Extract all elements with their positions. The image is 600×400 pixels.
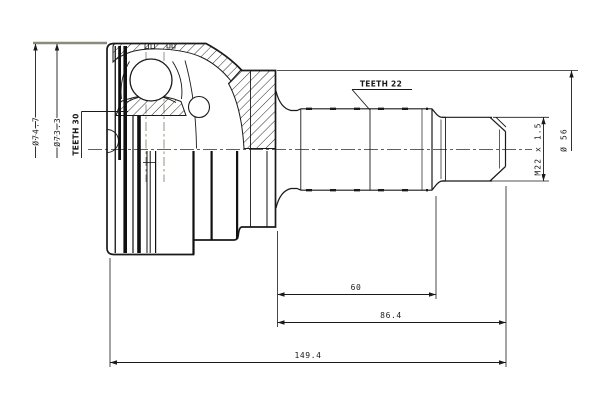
- groove-bar: [146, 151, 148, 253]
- dim-label-60: 60: [351, 283, 362, 292]
- arrow-up: [541, 117, 546, 125]
- arrow-up: [569, 70, 574, 78]
- drive-shaft: [275, 90, 507, 209]
- arrow-left: [277, 320, 285, 325]
- dim-label-thread: M22 x 1.5: [533, 122, 542, 175]
- groove-bar: [132, 115, 134, 253]
- boot-groove-tick: [171, 43, 176, 49]
- label-layer: Ø74.7 Ø73.3 TEETH 30 TEETH 22 M22 x 1.5 …: [29, 79, 569, 361]
- undercut-top: [431, 108, 446, 118]
- arrow-right: [499, 320, 506, 325]
- step-bar: [192, 151, 195, 255]
- dim-label-dia56: Ø 56: [558, 128, 568, 152]
- boot-groove-tick: [144, 43, 149, 49]
- dim-label-dia73: Ø73.3: [52, 117, 62, 147]
- neck-top-edge: [275, 90, 302, 112]
- tip-chamfer-top-inner: [495, 116, 507, 128]
- bearing-ball-small: [187, 95, 211, 119]
- cage-arc-right: [172, 61, 183, 100]
- back-wall-section-hatch: [227, 69, 276, 149]
- leader-teeth22: [351, 89, 412, 111]
- label-teeth-30: TEETH 30: [72, 113, 81, 155]
- boot-groove-bars: [114, 46, 268, 255]
- arrowheads: [33, 43, 574, 365]
- step-bar: [236, 151, 239, 239]
- arrow-up: [33, 43, 38, 51]
- groove-bar: [137, 115, 141, 253]
- bearing-ball-large: [129, 58, 173, 102]
- cv-joint-housing: [106, 42, 277, 256]
- boot-groove-tick: [166, 43, 171, 49]
- step-bar: [210, 151, 213, 240]
- arrow-right: [429, 292, 436, 297]
- dim-label-86: 86.4: [380, 311, 402, 320]
- label-teeth-22: TEETH 22: [360, 80, 402, 89]
- dim-label-149: 149.4: [294, 351, 321, 360]
- tip-chamfer-top: [489, 116, 506, 132]
- arrow-down: [541, 174, 546, 181]
- dimension-layer: [33, 41, 578, 367]
- neck-bottom-edge: [275, 187, 302, 209]
- boot-groove-tick: [150, 43, 155, 49]
- leader-teeth30: [81, 111, 128, 158]
- arrow-left: [277, 292, 285, 297]
- tip-chamfer-bottom: [489, 166, 506, 182]
- groove-bar: [118, 46, 121, 160]
- step-bar: [266, 151, 268, 227]
- groove-bar: [155, 151, 157, 253]
- undercut-bottom: [431, 180, 446, 191]
- cage-arc-left: [120, 61, 130, 100]
- arrow-up: [54, 43, 60, 51]
- groove-bar: [123, 46, 127, 253]
- groove-bar: [114, 46, 116, 253]
- dim-label-dia74: Ø74.7: [30, 116, 40, 146]
- groove-bar: [149, 151, 151, 253]
- arrow-left: [110, 360, 117, 365]
- arrow-right: [499, 360, 506, 365]
